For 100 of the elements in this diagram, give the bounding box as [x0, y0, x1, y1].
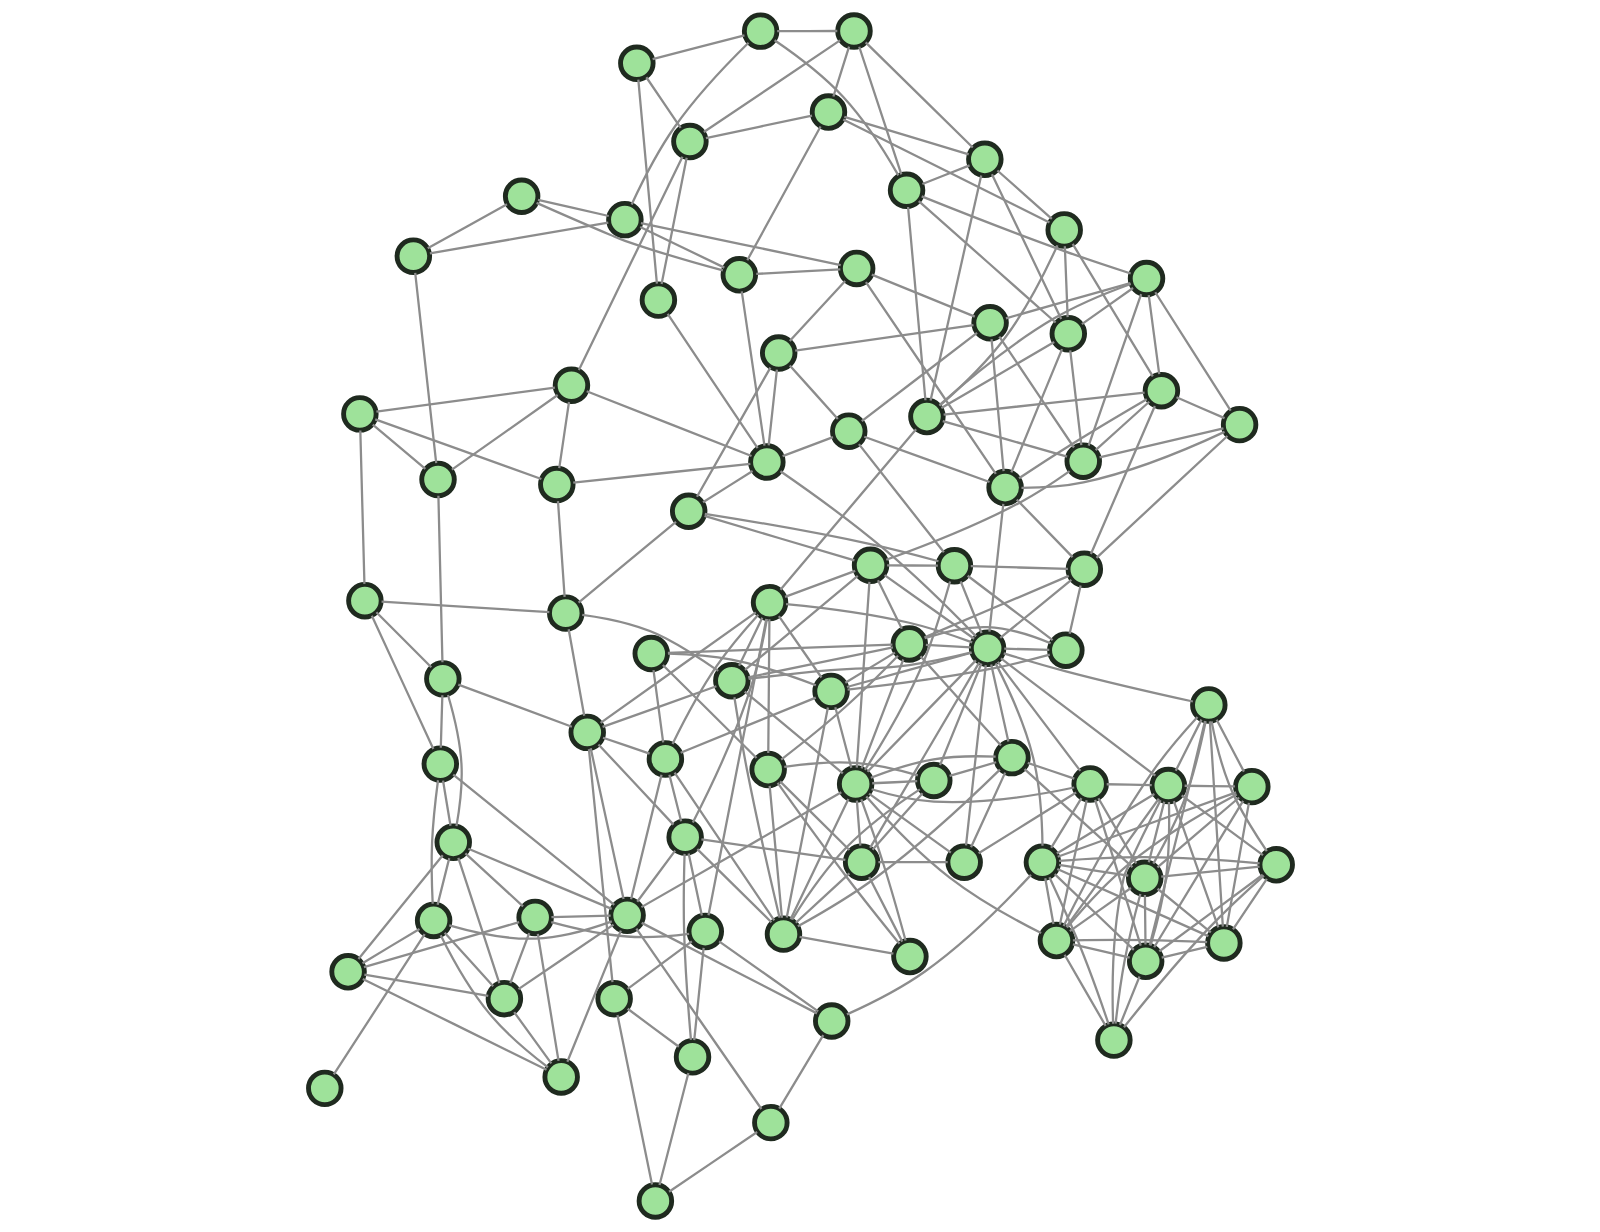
connector: [777, 615, 822, 679]
connector: [798, 935, 894, 955]
connector: [626, 1007, 680, 1048]
connector: [626, 940, 692, 990]
node-circle: [665, 818, 704, 856]
connector: [923, 625, 1051, 645]
node-circle: [836, 765, 874, 803]
connector: [634, 928, 762, 1110]
connector: [717, 940, 819, 1013]
connector: [691, 618, 768, 823]
connector: [876, 579, 903, 630]
connector: [860, 659, 904, 769]
connector: [1093, 799, 1142, 946]
node-circle: [968, 629, 1006, 668]
connector: [361, 978, 547, 1071]
connector: [508, 932, 530, 984]
connector: [448, 920, 612, 940]
connector: [1111, 799, 1162, 1024]
connector: [375, 611, 432, 669]
connector: [938, 663, 982, 766]
connector: [1156, 887, 1212, 934]
node-circle: [502, 177, 540, 215]
connector: [996, 661, 1081, 772]
connector: [572, 462, 750, 484]
connector: [682, 853, 692, 1040]
node-circle: [673, 1038, 711, 1076]
connector: [743, 575, 858, 671]
connector: [1072, 943, 1130, 959]
connector: [1020, 430, 1225, 489]
node-circle: [887, 171, 925, 209]
node-circle: [345, 581, 384, 620]
connector: [996, 169, 1053, 220]
connector: [857, 443, 945, 553]
connector: [457, 683, 572, 728]
connector: [696, 848, 772, 924]
connector: [987, 503, 1004, 632]
connector: [781, 436, 833, 458]
connector: [1068, 887, 1132, 933]
node-circle: [750, 583, 788, 622]
connector: [381, 600, 549, 614]
connector: [1058, 855, 1260, 865]
connector: [535, 201, 723, 272]
node-circle: [394, 237, 432, 275]
connector: [1151, 720, 1207, 865]
connector: [785, 602, 973, 644]
connector: [651, 670, 664, 743]
connector: [870, 273, 975, 318]
connector: [1208, 721, 1224, 927]
connector: [577, 156, 683, 371]
connector: [452, 773, 615, 906]
connector: [1156, 796, 1240, 869]
connector: [783, 761, 918, 777]
node-circle: [747, 443, 786, 481]
connector: [585, 390, 752, 458]
node-circle: [686, 912, 724, 951]
connector: [857, 46, 902, 175]
connector: [871, 780, 917, 785]
connector: [855, 581, 871, 768]
connector: [695, 367, 771, 498]
connector: [517, 923, 614, 991]
connector: [657, 1072, 689, 1186]
connector: [860, 331, 978, 423]
node-circle: [759, 334, 797, 372]
node-circle: [812, 1002, 850, 1040]
node-circle: [712, 662, 751, 700]
connector: [869, 755, 996, 779]
connector: [885, 470, 1070, 561]
node-circle: [1257, 846, 1295, 884]
connector: [796, 768, 1001, 928]
node-circle: [340, 395, 379, 433]
connector: [784, 569, 856, 598]
connector: [1148, 802, 1170, 946]
connector: [704, 512, 939, 563]
connector: [747, 646, 893, 679]
node-circle: [1094, 1021, 1133, 1059]
connector: [1055, 793, 1155, 855]
connector: [667, 643, 892, 654]
node-circle: [741, 12, 779, 50]
connector: [794, 324, 974, 352]
connector: [779, 470, 977, 638]
connector: [332, 933, 426, 1076]
connector: [651, 34, 745, 61]
connector: [629, 774, 663, 900]
connector: [1096, 797, 1137, 865]
connector: [436, 495, 444, 663]
connector: [1095, 435, 1228, 559]
node-circle: [1220, 405, 1258, 444]
connector: [773, 39, 899, 176]
node-circle: [1070, 765, 1109, 803]
connector: [844, 651, 896, 684]
connector: [923, 574, 1069, 639]
connector: [667, 652, 816, 687]
connector: [1225, 802, 1250, 928]
connector: [687, 853, 703, 916]
connector: [994, 662, 1044, 846]
node-circle: [1204, 924, 1243, 962]
node-circle: [605, 200, 644, 239]
node-circle: [720, 256, 758, 294]
connector: [536, 933, 560, 1061]
connector: [589, 748, 625, 900]
